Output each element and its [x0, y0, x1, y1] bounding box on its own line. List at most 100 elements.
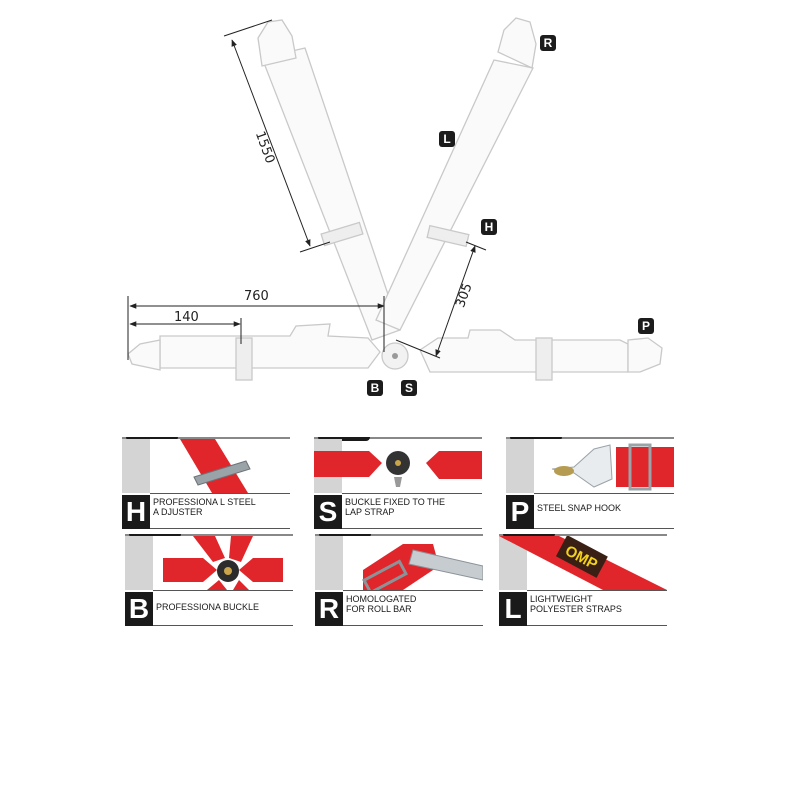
card-gray-block [315, 536, 343, 590]
buckle-center [224, 567, 232, 575]
red-strap-right [239, 558, 283, 582]
harness-diagram: 1550 760 140 305 R L H P B S [127, 17, 663, 396]
strap-adjuster [362, 559, 408, 590]
caption-line-1: BUCKLE FIXED TO THE [345, 497, 446, 507]
card-gray-block [506, 439, 534, 493]
badge-p: P [638, 318, 654, 334]
red-strap-down-right [233, 580, 249, 590]
card-caption: PROFESSIONA L STEEL A DJUSTER [153, 497, 288, 517]
caption-line-1: HOMOLOGATED [346, 594, 417, 604]
card-separator [527, 590, 667, 591]
red-strap-down-left [207, 580, 227, 590]
snap-hook [551, 444, 613, 488]
straps-photo: OMP [499, 536, 667, 590]
left-lap-adjuster [235, 337, 253, 381]
card-tab [318, 437, 370, 441]
dim-1550-line [231, 39, 311, 247]
dim-label-760: 760 [244, 289, 269, 304]
card-letter-b: B [125, 592, 153, 626]
feature-card-snap-hook: P STEEL SNAP HOOK [506, 437, 674, 529]
badge-h: H [481, 219, 497, 235]
caption-line-1: PROFESSIONA BUCKLE [156, 602, 260, 612]
card-letter-r: R [315, 592, 343, 626]
card-caption: BUCKLE FIXED TO THE LAP STRAP [345, 497, 480, 517]
card-gray-block [125, 536, 153, 590]
card-top-rule [122, 437, 290, 439]
right-shoulder-adjuster [426, 224, 470, 248]
card-bottom-rule [342, 528, 482, 529]
right-shoulder-end-fitting [497, 17, 537, 69]
card-bottom-rule [150, 528, 290, 529]
card-top-rule [314, 437, 482, 439]
caption-line-1: STEEL SNAP HOOK [537, 503, 622, 513]
snap-hook-ring [554, 466, 574, 476]
roll-bar-photo [343, 536, 483, 590]
buckle-photo [153, 536, 293, 590]
buckle-fixed-photo [314, 439, 482, 493]
left-shoulder-end-fitting [257, 19, 297, 67]
steel-adjuster [193, 460, 251, 486]
card-bottom-rule [343, 625, 483, 626]
feature-card-roll-bar: R HOMOLOGATED FOR ROLL BAR [315, 534, 483, 626]
caption-line-1: PROFESSIONA L STEEL [153, 497, 256, 507]
card-gray-block [122, 439, 150, 493]
red-strap [180, 439, 248, 493]
card-bottom-rule [153, 625, 293, 626]
card-separator [342, 493, 482, 494]
card-bottom-rule [534, 528, 674, 529]
adjuster-photo [150, 439, 290, 493]
feature-card-adjuster: H PROFESSIONA L STEEL A DJUSTER [122, 437, 290, 529]
card-caption: STEEL SNAP HOOK [537, 503, 672, 513]
card-letter-l: L [499, 592, 527, 626]
feature-card-straps: OMP L LIGHTWEIGHT POLYESTER STRAPS [499, 534, 667, 626]
omp-logo-patch [555, 536, 608, 578]
caption-line-2: FOR ROLL BAR [346, 604, 412, 614]
caption-line-2: LAP STRAP [345, 507, 395, 517]
left-lap-hook [127, 339, 161, 371]
right-lap-strap [419, 329, 629, 373]
red-lap-strap-right [426, 451, 482, 479]
badge-l: L [439, 131, 455, 147]
card-caption: PROFESSIONA BUCKLE [156, 602, 291, 612]
card-separator [150, 493, 290, 494]
red-strap-up-right [229, 536, 253, 562]
red-strap [616, 447, 674, 487]
right-lap-adjuster [535, 337, 553, 381]
buckle-center [395, 460, 401, 466]
badge-s: S [401, 380, 417, 396]
snap-hook-photo [534, 439, 674, 493]
right-lap-hook [627, 337, 663, 373]
card-caption: LIGHTWEIGHT POLYESTER STRAPS [530, 594, 665, 614]
caption-line-2: A DJUSTER [153, 507, 203, 517]
strap-adjuster [628, 443, 652, 491]
card-letter-h: H [122, 495, 150, 529]
card-letter-s: S [314, 495, 342, 529]
card-top-rule [315, 534, 483, 536]
card-top-rule [506, 437, 674, 439]
card-letter-p: P [506, 495, 534, 529]
feature-card-buckle-fixed: S BUCKLE FIXED TO THE LAP STRAP [314, 437, 482, 529]
card-caption: HOMOLOGATED FOR ROLL BAR [346, 594, 481, 614]
harness-drawing [127, 17, 663, 381]
left-shoulder-strap [261, 47, 401, 341]
center-buckle-knob [392, 353, 398, 359]
card-bottom-rule [527, 625, 667, 626]
card-top-rule [499, 534, 667, 536]
card-separator [343, 590, 483, 591]
caption-line-2: POLYESTER STRAPS [530, 604, 622, 614]
buckle-tongue [394, 477, 402, 487]
left-lap-strap [159, 323, 381, 369]
left-shoulder-adjuster [320, 221, 364, 247]
caption-line-1: LIGHTWEIGHT [530, 594, 593, 604]
roll-bar-tube [408, 549, 483, 581]
right-shoulder-strap [375, 59, 534, 331]
card-separator [534, 493, 674, 494]
card-top-rule [125, 534, 293, 536]
red-strap-up-left [193, 536, 225, 562]
card-separator [153, 590, 293, 591]
red-strap-left [163, 558, 217, 582]
badge-b: B [367, 380, 383, 396]
red-lap-strap-left [314, 451, 382, 477]
badge-r: R [540, 35, 556, 51]
dim-label-140: 140 [174, 310, 199, 325]
